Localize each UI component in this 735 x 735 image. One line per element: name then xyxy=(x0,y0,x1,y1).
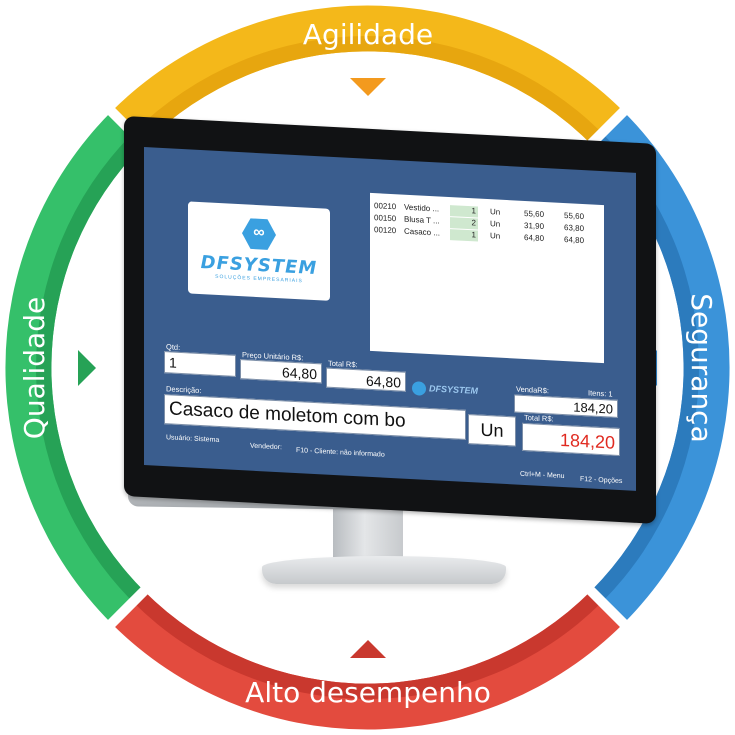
qty-field[interactable]: 1 xyxy=(164,351,236,377)
arrow-right-icon xyxy=(78,350,96,386)
label-security: Segurança xyxy=(685,293,718,443)
label-performance: Alto desempenho xyxy=(245,676,491,709)
mini-brand-logo: DFSYSTEM xyxy=(412,381,478,398)
grand-total-label: Total R$: xyxy=(524,412,554,424)
chain-link-icon xyxy=(412,381,426,396)
arrow-down-icon xyxy=(350,78,386,96)
unit-price-field[interactable]: 64,80 xyxy=(240,359,322,384)
description-label: Descrição: xyxy=(166,384,202,396)
label-quality: Qualidade xyxy=(18,297,51,439)
description-field[interactable]: Casaco de moletom com bo xyxy=(164,394,466,440)
ring-segment-performance xyxy=(111,591,624,730)
ring-segment-security xyxy=(591,111,730,624)
label-agility: Agilidade xyxy=(303,18,433,51)
menu-shortcut[interactable]: Ctrl+M - Menu xyxy=(520,470,565,481)
ring-segment-quality xyxy=(5,111,144,624)
total-field[interactable]: 64,80 xyxy=(326,367,406,392)
status-seller: Vendedor: xyxy=(250,442,282,452)
monitor: ∞ DFSYSTEM SOLUÇÕES EMPRESARIAIS 00210 V… xyxy=(124,116,656,524)
status-client[interactable]: F10 - Cliente: não informado xyxy=(296,447,385,459)
ring-segment-agility xyxy=(111,5,624,145)
grand-total-field: 184,20 xyxy=(522,422,620,456)
monitor-stand-base xyxy=(262,556,506,584)
options-shortcut[interactable]: F12 - Opções xyxy=(580,475,623,486)
unit-field[interactable]: Un xyxy=(468,414,516,447)
arrow-up-icon xyxy=(350,640,386,658)
sale-label: VendaR$: xyxy=(516,384,549,396)
status-user: Usuário: Sistema xyxy=(166,434,220,444)
chain-link-icon: ∞ xyxy=(242,216,276,252)
items-count: Itens: 1 xyxy=(588,388,613,399)
brand-logo-card: ∞ DFSYSTEM SOLUÇÕES EMPRESARIAIS xyxy=(188,201,330,301)
pos-screen: ∞ DFSYSTEM SOLUÇÕES EMPRESARIAIS 00210 V… xyxy=(144,147,636,491)
sale-items-list[interactable]: 00210 Vestido ... 1 Un 55,60 55,60 00150… xyxy=(370,192,604,364)
